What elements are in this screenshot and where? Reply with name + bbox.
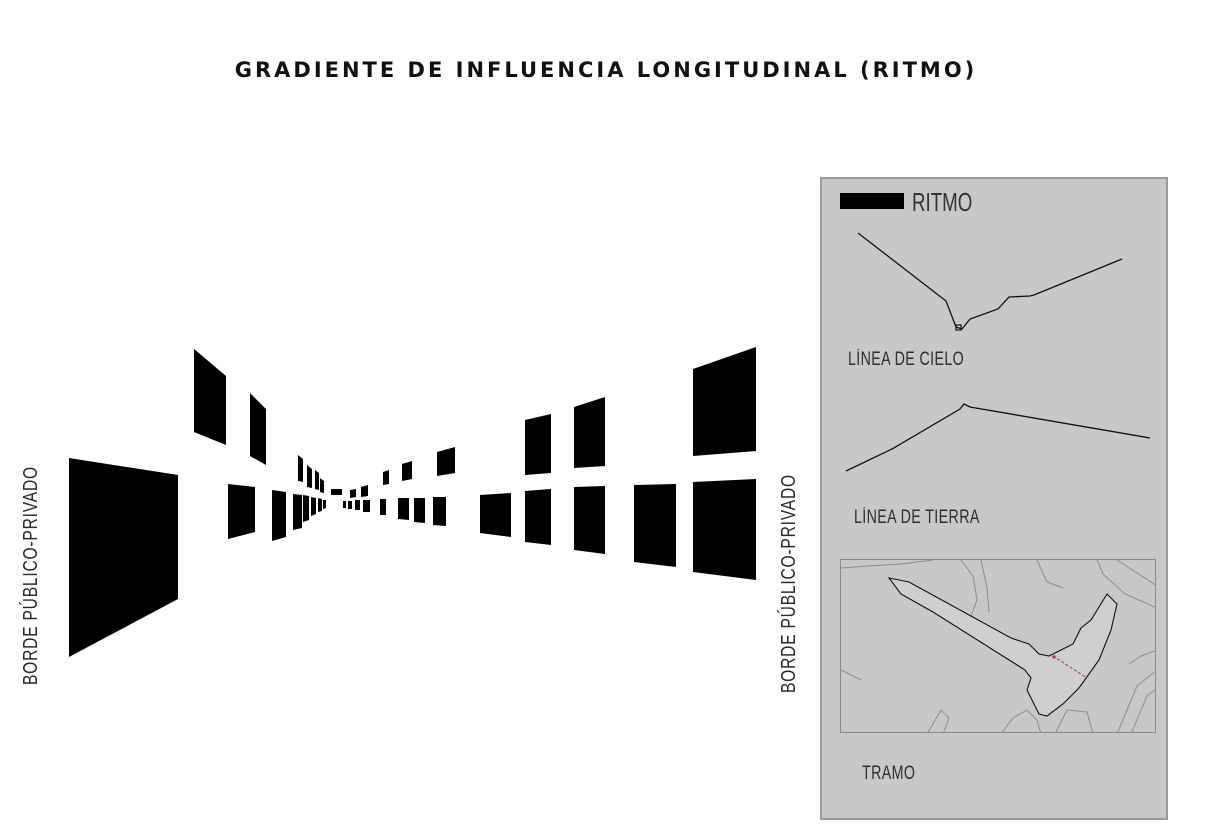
opening-right-14	[398, 498, 409, 520]
opening-right-21	[693, 479, 756, 580]
legend-label-ritmo: RITMO	[912, 187, 973, 217]
ground-line-graph	[845, 403, 1151, 472]
legend-swatch-ritmo	[840, 193, 904, 209]
opening-right-2	[361, 485, 368, 497]
opening-left-5	[272, 490, 286, 541]
opening-right-12	[363, 500, 370, 512]
opening-right-1	[350, 489, 356, 498]
section-map-drawing	[841, 560, 1155, 732]
opening-left-13	[320, 478, 324, 493]
opening-right-4	[402, 461, 412, 481]
opening-right-11	[355, 500, 360, 510]
sky-line-label: LÍNEA DE CIELO	[848, 349, 965, 370]
opening-right-17	[480, 493, 511, 537]
opening-left-6	[293, 494, 302, 530]
opening-left-2	[194, 349, 226, 445]
ground-line-label: LÍNEA DE TIERRA	[854, 507, 980, 528]
opening-right-5	[437, 447, 455, 476]
legend-panel: RITMO LÍNEA DE CIELO LÍNEA DE TIERRA	[820, 177, 1168, 820]
opening-right-20	[634, 484, 676, 567]
opening-left-14	[323, 500, 326, 509]
section-map	[840, 559, 1156, 733]
opening-left-4	[250, 393, 266, 465]
opening-left-7	[298, 455, 303, 482]
opening-right-3	[383, 470, 389, 485]
opening-left-1	[69, 458, 178, 657]
opening-right-19	[574, 486, 605, 554]
opening-right-15	[414, 498, 425, 523]
opening-right-13	[380, 499, 386, 515]
opening-left-3	[228, 484, 255, 539]
opening-right-6	[525, 414, 551, 475]
opening-right-8	[693, 347, 756, 456]
sky-line-graph	[857, 232, 1123, 331]
opening-left-15	[331, 489, 342, 495]
opening-right-7	[574, 397, 605, 468]
section-label: TRAMO	[862, 763, 916, 784]
opening-left-8	[303, 495, 309, 522]
street-perspective-diagram	[69, 347, 756, 657]
opening-left-12	[318, 498, 322, 512]
opening-left-9	[307, 465, 312, 488]
opening-right-18	[525, 489, 551, 545]
diagram-title: GRADIENTE DE INFLUENCIA LONGITUDINAL (RI…	[234, 58, 978, 82]
opening-right-10	[348, 501, 352, 509]
opening-right-9	[343, 501, 346, 508]
opening-right-16	[433, 497, 446, 526]
opening-left-11	[315, 470, 319, 490]
opening-left-10	[311, 497, 316, 516]
